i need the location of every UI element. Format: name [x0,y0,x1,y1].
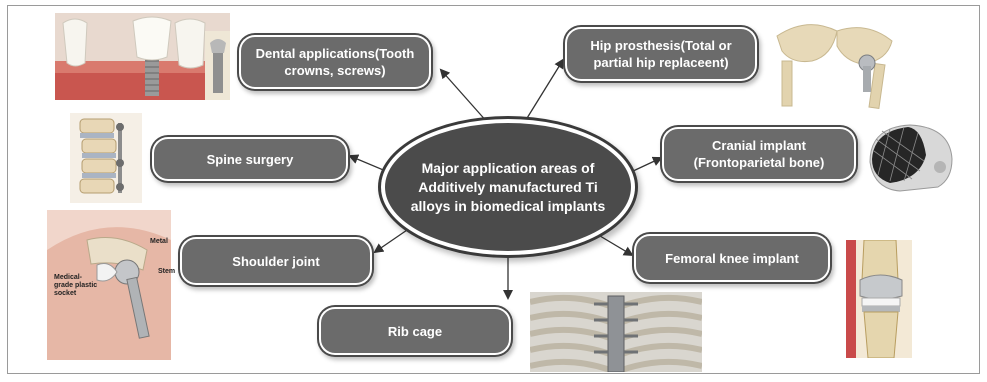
node-cranial-label: Cranial implant (Frontoparietal bone) [693,138,825,170]
skull-mesh-icon [860,117,960,199]
dental-illustration [55,13,230,100]
shoulder-joint-icon [47,210,171,360]
shoulder-label-socket: Medical-grade plastic socket [54,274,98,297]
shoulder-illustration [47,210,171,360]
central-topic-text: Major application areas of Additively ma… [410,159,606,214]
arrow-to-knee [594,232,634,257]
shoulder-label-metal: Metal [150,238,168,245]
node-dental-label: Dental applications(Tooth crowns, screws… [255,46,415,78]
node-rib-cage: Rib cage [321,309,509,353]
node-dental-applications: Dental applications(Tooth crowns, screws… [241,37,429,87]
node-shoulder-label: Shoulder joint [232,253,320,269]
shoulder-label-stem: Stem [158,268,176,275]
node-cranial-implant: Cranial implant (Frontoparietal bone) [664,129,854,179]
arrow-to-dental [439,68,489,124]
node-hip-prosthesis: Hip prosthesis(Total or partial hip repl… [567,29,755,79]
knee-illustration [846,240,912,358]
hip-skeleton-icon [767,16,903,110]
node-shoulder-joint: Shoulder joint [182,239,370,283]
arrow-to-spine [348,154,389,173]
node-spine-surgery: Spine surgery [154,139,346,179]
central-topic-ellipse: Major application areas of Additively ma… [385,123,631,251]
node-hip-label: Hip prosthesis(Total or partial hip repl… [590,38,732,70]
tooth-implant-icon [55,13,230,100]
node-knee-label: Femoral knee implant [665,250,799,266]
hip-illustration [767,16,903,110]
node-rib-label: Rib cage [387,323,443,339]
ribcage-icon [530,292,702,372]
knee-implant-icon [846,240,912,358]
spine-illustration [70,113,142,203]
node-spine-label: Spine surgery [206,151,294,167]
arrow-to-cranial [630,156,663,173]
arrow-to-hip [523,58,565,124]
spine-icon [70,113,142,203]
ribcage-illustration [530,292,702,372]
node-femoral-knee-implant: Femoral knee implant [636,236,828,280]
cranial-illustration [860,117,960,199]
arrow-to-shoulder [373,227,411,254]
